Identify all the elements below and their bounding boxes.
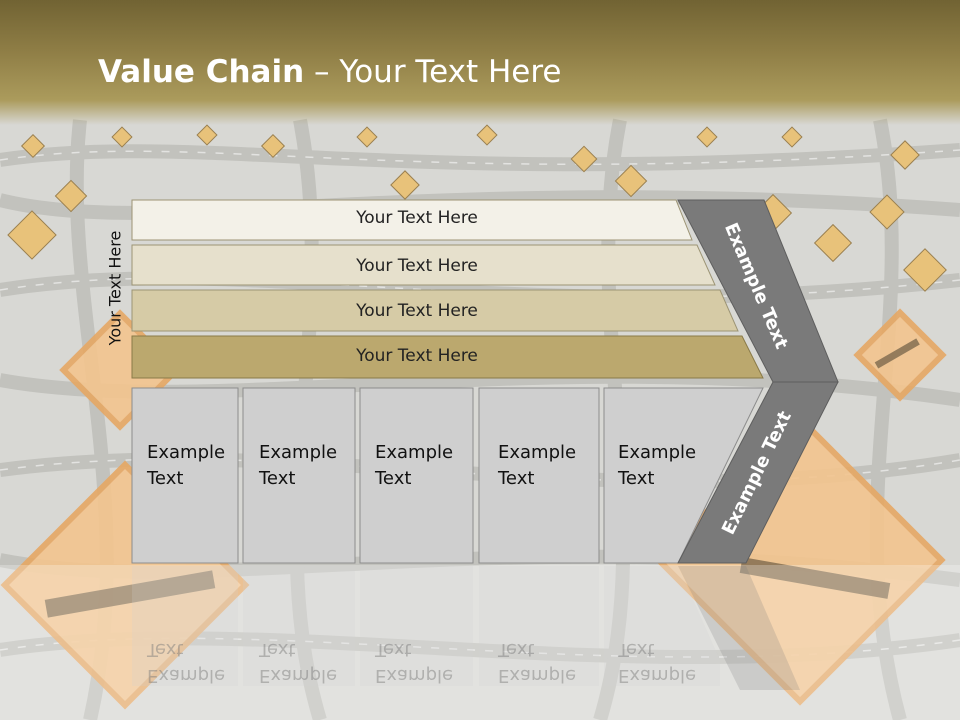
cell-reflection-5-line2: Text — [618, 639, 655, 660]
cell-3-line2: Text — [375, 468, 412, 489]
slide-title: Value Chain – Your Text Here — [98, 54, 561, 90]
row-label-1: Your Text Here — [356, 208, 478, 228]
cell-reflection-4-line2: Text — [498, 639, 535, 660]
cell-reflection-3-line2: Text — [375, 639, 412, 660]
cell-reflection-4-line1: Example — [498, 665, 577, 686]
cell-box-2[interactable] — [242, 387, 356, 564]
title-rest: – Your Text Here — [304, 54, 562, 90]
cell-reflection-2-line2: Text — [259, 639, 296, 660]
cell-box-1[interactable] — [131, 387, 239, 564]
title-bold: Value Chain — [98, 54, 305, 90]
cell-4-line1: Example — [498, 442, 577, 463]
cell-4-line2: Text — [498, 468, 535, 489]
cell-box-3[interactable] — [359, 387, 474, 564]
cell-reflection-5-line1: Example — [618, 665, 697, 686]
row-bar-1[interactable] — [131, 199, 693, 241]
cell-1-line2: Text — [147, 468, 184, 489]
row-label-2: Your Text Here — [356, 256, 478, 276]
cell-reflection-4: Example Text — [498, 636, 576, 688]
cell-2-line1: Example — [259, 442, 338, 463]
cell-reflection-5: Example Text — [618, 636, 696, 688]
header-band — [0, 0, 960, 125]
cell-5-line2: Text — [618, 468, 655, 489]
cell-reflection-3: Example Text — [375, 636, 453, 688]
row-label-4: Your Text Here — [356, 346, 478, 366]
cell-reflection-1-line1: Example — [147, 665, 226, 686]
chevron-lower[interactable] — [677, 381, 839, 564]
row-bar-3[interactable] — [131, 289, 739, 332]
cell-2-line2: Text — [259, 468, 296, 489]
cell-reflection-2: Example Text — [259, 636, 337, 688]
cell-1-line1: Example — [147, 442, 226, 463]
cell-3-line1: Example — [375, 442, 454, 463]
cell-box-4[interactable] — [478, 387, 600, 564]
cell-reflection-1: Example Text — [147, 636, 225, 688]
cell-reflection-3-line1: Example — [375, 665, 454, 686]
row-bar-2[interactable] — [131, 244, 716, 286]
row-bar-4[interactable] — [131, 335, 764, 379]
cell-reflection-2-line1: Example — [259, 665, 338, 686]
row-label-3: Your Text Here — [356, 301, 478, 321]
cell-reflection-1-line2: Text — [147, 639, 184, 660]
cell-5-line1: Example — [618, 442, 697, 463]
